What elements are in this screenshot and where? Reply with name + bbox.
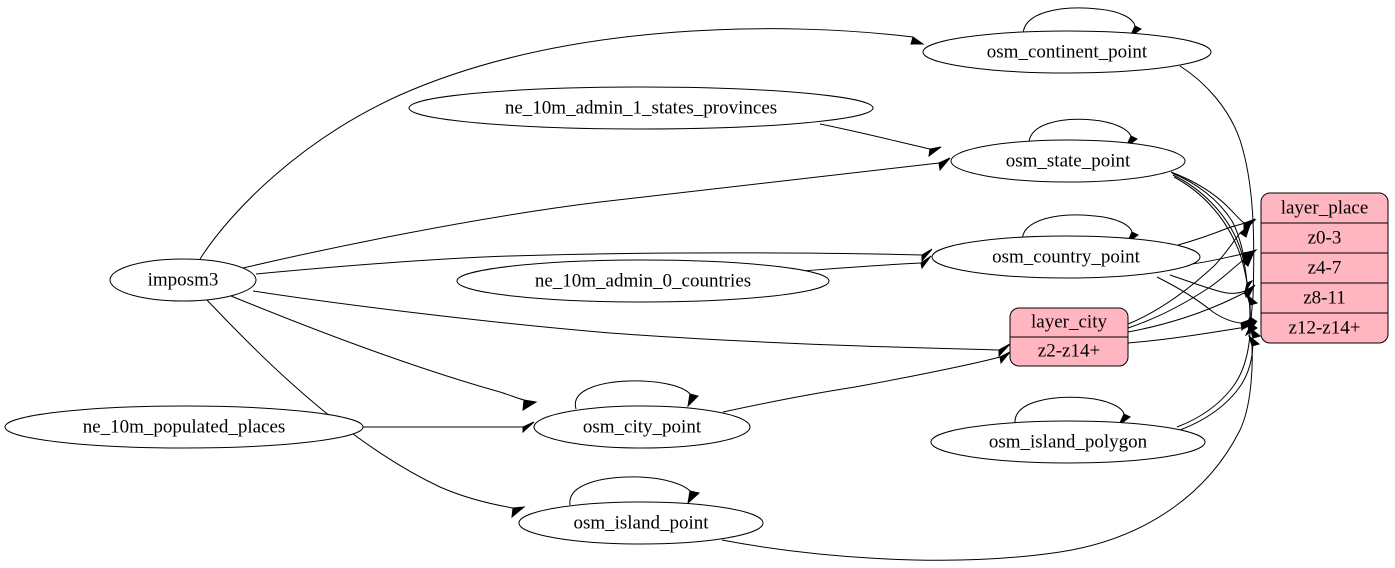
layer_place-row-z0-3[interactable]: z0-3 <box>1308 227 1342 248</box>
edge-ne_10m_admin_0_countries-to-osm_country_point <box>801 255 932 272</box>
node-ne_10m_populated_places[interactable]: ne_10m_populated_places <box>4 405 364 449</box>
edge-layer_city-to-layer_place-z12-z14 <box>1127 320 1258 344</box>
edge-osm_island_polygon-to-layer_place-z12-z14 <box>1179 326 1262 431</box>
edge-osm_island_point-to-layer_place-z12-z14 <box>721 334 1261 561</box>
layer_place-row-z8-11[interactable]: z8-11 <box>1303 287 1346 308</box>
edge-imposm3-to-osm_continent_point <box>199 28 925 260</box>
edge-imposm3-to-osm_state_point <box>242 157 951 269</box>
edge-osm_city_point-to-layer_city-z2-z14 <box>722 351 1011 413</box>
layer_place-row-z4-7[interactable]: z4-7 <box>1308 257 1342 278</box>
layer_city-row-z2-z14plus[interactable]: z2-z14+ <box>1038 340 1100 361</box>
edge-imposm3-to-osm_city_point <box>230 295 538 411</box>
edge-osm_state_point-to-layer_place-z8-11 <box>1172 174 1254 293</box>
edge-imposm3-to-osm_country_point <box>255 248 933 275</box>
node-layer: imposm3 ne_10m_admin_1_states_provinces … <box>4 30 1212 545</box>
edge-layer <box>199 7 1262 561</box>
edge-layer_city-to-layer_place-z0-3 <box>1127 223 1252 325</box>
edge-osm_island_polygon-to-layer_place-z8-11 <box>1176 293 1259 428</box>
node-imposm3[interactable]: imposm3 <box>109 258 257 302</box>
node-ne_10m_admin_1_states_provinces[interactable]: ne_10m_admin_1_states_provinces <box>408 86 874 130</box>
node-osm_country_point[interactable]: osm_country_point <box>931 235 1201 279</box>
node-label-osm_country_point: osm_country_point <box>992 246 1140 267</box>
node-label-ne_10m_admin_0_countries: ne_10m_admin_0_countries <box>535 270 751 291</box>
edge-imposm3-to-osm_island_point <box>205 298 526 519</box>
node-osm_state_point[interactable]: osm_state_point <box>950 139 1186 183</box>
node-ne_10m_admin_0_countries[interactable]: ne_10m_admin_0_countries <box>456 259 830 303</box>
node-osm_island_point[interactable]: osm_island_point <box>518 501 764 545</box>
record-node-layer_place[interactable]: layer_place z0-3 z4-7 z8-11 z12-z14+ <box>1260 192 1389 344</box>
edge-self-loop-osm_island_point <box>569 476 701 506</box>
node-label-imposm3: imposm3 <box>148 269 219 290</box>
node-label-osm_state_point: osm_state_point <box>1006 150 1131 171</box>
node-label-osm_island_polygon: osm_island_polygon <box>989 431 1148 452</box>
record-node-layer: layer_place z0-3 z4-7 z8-11 z12-z14+ lay… <box>1009 192 1389 367</box>
node-label-osm_city_point: osm_city_point <box>583 416 702 437</box>
node-osm_continent_point[interactable]: osm_continent_point <box>922 30 1212 74</box>
node-label-ne_10m_populated_places: ne_10m_populated_places <box>83 416 286 437</box>
layer_place-header-label: layer_place <box>1281 197 1369 218</box>
node-label-ne_10m_admin_1_states_provinces: ne_10m_admin_1_states_provinces <box>505 97 777 118</box>
edge-ne_10m_admin_1_states_provinces-to-osm_state_point <box>819 123 942 158</box>
layer_city-header-label: layer_city <box>1031 311 1107 332</box>
node-label-osm_continent_point: osm_continent_point <box>987 41 1148 62</box>
node-label-osm_island_point: osm_island_point <box>573 512 709 533</box>
layer_place-row-z12-z14plus[interactable]: z12-z14+ <box>1289 317 1361 338</box>
edge-ne_10m_populated_places-to-osm_city_point <box>363 421 535 434</box>
layer_place-body <box>1260 192 1389 344</box>
edge-imposm3-to-layer_city <box>252 290 1011 358</box>
edge-self-loop-osm_city_point <box>574 380 699 410</box>
edge-layer_city-to-layer_place-z4-7 <box>1127 252 1255 329</box>
node-osm_island_polygon[interactable]: osm_island_polygon <box>930 420 1206 464</box>
node-osm_city_point[interactable]: osm_city_point <box>533 405 751 449</box>
record-node-layer_city[interactable]: layer_city z2-z14+ <box>1009 307 1129 367</box>
